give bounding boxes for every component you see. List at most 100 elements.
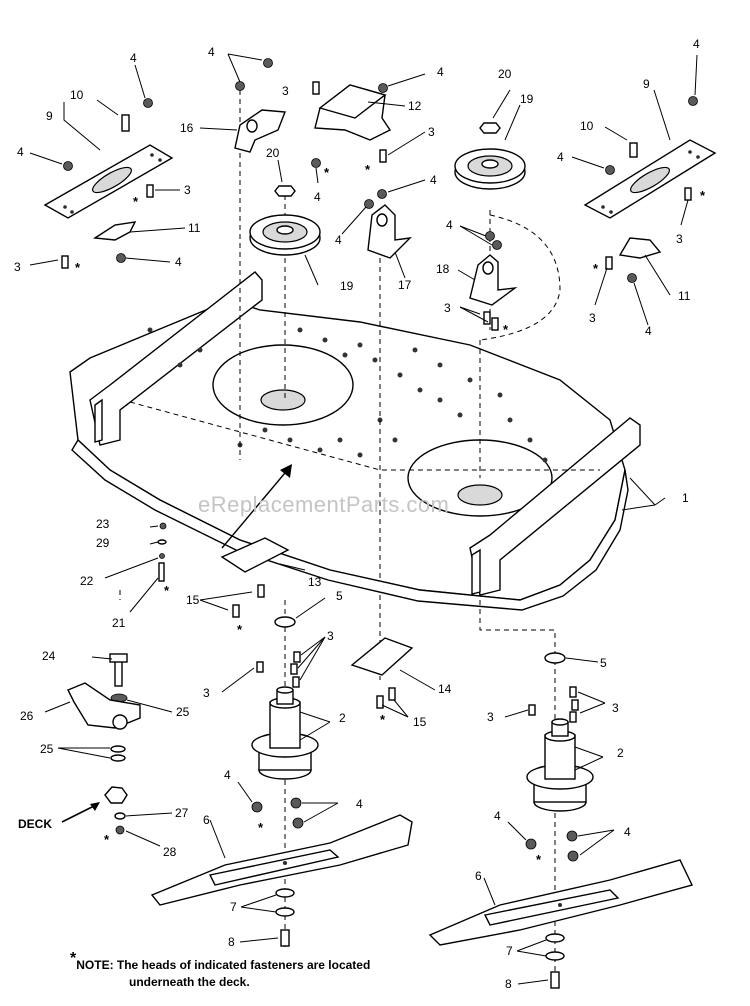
callout-4: 4 bbox=[557, 150, 564, 164]
callout-17: 17 bbox=[398, 278, 412, 292]
gauge-wheel-bracket-group bbox=[67, 653, 141, 835]
spindle-2-right bbox=[526, 718, 594, 812]
bracket-11-right bbox=[618, 237, 662, 259]
callout-23: 23 bbox=[96, 517, 110, 531]
callout-29: 29 bbox=[96, 536, 110, 550]
footnote-line-1: NOTE: The heads of indicated fasteners a… bbox=[76, 958, 371, 972]
footnote: *NOTE: The heads of indicated fasteners … bbox=[70, 950, 490, 991]
callout-20-right: 20 bbox=[498, 67, 512, 81]
callout-3: 3 bbox=[203, 686, 210, 700]
plate-9-left bbox=[43, 144, 174, 219]
underside-pointer-arrow bbox=[221, 466, 291, 549]
callout-16: 16 bbox=[180, 121, 194, 135]
bracket-18 bbox=[469, 254, 518, 306]
callout-9-right: 9 bbox=[643, 77, 650, 91]
bracket-16 bbox=[234, 109, 286, 153]
callout-20-left: 20 bbox=[266, 146, 280, 160]
callout-4: 4 bbox=[175, 255, 182, 269]
callout-15: 15 bbox=[413, 715, 427, 729]
callout-labels: 1 2 2 3 3 3 3 3 3 3 3 3 3 3 4 4 4 4 4 4 … bbox=[14, 37, 700, 991]
callout-1: 1 bbox=[682, 491, 689, 505]
callout-3: 3 bbox=[428, 125, 435, 139]
bolt-15-a bbox=[257, 584, 265, 598]
callout-9-left: 9 bbox=[46, 109, 53, 123]
svg-text:*: * bbox=[258, 820, 264, 835]
callout-8-left: 8 bbox=[228, 935, 235, 949]
blade-6-left bbox=[150, 814, 413, 906]
spindle-2-left bbox=[251, 686, 319, 780]
bolt-15-b bbox=[232, 604, 240, 618]
svg-text:*: * bbox=[75, 260, 81, 275]
blade-6-right bbox=[428, 859, 693, 946]
callout-24: 24 bbox=[42, 649, 56, 663]
callout-5-right: 5 bbox=[600, 656, 607, 670]
footnote-marker: * bbox=[70, 950, 77, 967]
svg-text:*: * bbox=[503, 322, 509, 337]
bolt-15-d bbox=[388, 687, 396, 701]
callout-22: 22 bbox=[80, 574, 94, 588]
fasteners-bottom bbox=[251, 651, 579, 862]
svg-text:*: * bbox=[237, 622, 243, 637]
callout-15: 15 bbox=[186, 593, 200, 607]
blade-hardware-left bbox=[275, 888, 295, 947]
callout-4: 4 bbox=[437, 65, 444, 79]
pulley-19-left bbox=[249, 214, 321, 256]
callout-21: 21 bbox=[112, 616, 126, 630]
callout-4: 4 bbox=[430, 173, 437, 187]
callout-3: 3 bbox=[612, 701, 619, 715]
bolt-stack-21-29 bbox=[157, 522, 167, 582]
callout-4: 4 bbox=[208, 45, 215, 59]
svg-text:*: * bbox=[164, 583, 170, 598]
underside-pointer-arrowhead bbox=[280, 464, 292, 478]
svg-text:*: * bbox=[365, 162, 371, 177]
svg-text:*: * bbox=[380, 712, 386, 727]
callout-7-right: 7 bbox=[506, 944, 513, 958]
plate-13 bbox=[220, 537, 290, 573]
callout-4: 4 bbox=[335, 233, 342, 247]
callout-3: 3 bbox=[327, 629, 334, 643]
callout-3: 3 bbox=[487, 710, 494, 724]
callout-4: 4 bbox=[446, 218, 453, 232]
callout-28: 28 bbox=[163, 845, 177, 859]
svg-text:*: * bbox=[104, 832, 110, 847]
callout-6-left: 6 bbox=[203, 813, 210, 827]
svg-text:*: * bbox=[133, 194, 139, 209]
leader-lines bbox=[29, 53, 698, 985]
deck-housing bbox=[69, 271, 641, 611]
callout-2-right: 2 bbox=[617, 746, 624, 760]
callout-25: 25 bbox=[40, 742, 54, 756]
deck-pointer-arrowhead bbox=[90, 802, 100, 811]
callout-4: 4 bbox=[693, 37, 700, 51]
bracket-17 bbox=[367, 204, 412, 259]
plate-9-right bbox=[583, 139, 717, 219]
callout-13: 13 bbox=[308, 575, 322, 589]
callout-4: 4 bbox=[130, 51, 137, 65]
bracket-12 bbox=[314, 84, 392, 141]
callout-25: 25 bbox=[176, 705, 190, 719]
footnote-line-2: underneath the deck. bbox=[129, 975, 250, 989]
callout-3: 3 bbox=[282, 84, 289, 98]
svg-text:*: * bbox=[536, 852, 542, 867]
bracket-11-left bbox=[92, 221, 137, 241]
callout-19-right: 19 bbox=[520, 92, 534, 106]
deck-label: DECK bbox=[18, 817, 53, 831]
callout-7-left: 7 bbox=[230, 900, 237, 914]
svg-text:*: * bbox=[324, 165, 330, 180]
callout-12: 12 bbox=[408, 99, 422, 113]
callout-5-left: 5 bbox=[336, 589, 343, 603]
callout-2-left: 2 bbox=[339, 711, 346, 725]
callout-3: 3 bbox=[14, 260, 21, 274]
callout-4: 4 bbox=[624, 825, 631, 839]
callout-10-right: 10 bbox=[580, 119, 594, 133]
callout-4: 4 bbox=[224, 768, 231, 782]
callout-4: 4 bbox=[314, 190, 321, 204]
callout-3: 3 bbox=[676, 232, 683, 246]
callout-4: 4 bbox=[17, 145, 24, 159]
watermark: eReplacementParts.com bbox=[198, 492, 450, 517]
callout-11-right: 11 bbox=[678, 289, 691, 303]
callout-6-right: 6 bbox=[475, 869, 482, 883]
callout-3: 3 bbox=[184, 183, 191, 197]
deck-pointer-arrow bbox=[61, 803, 99, 823]
asterisk-markers: * * * * * * * * * * * * * bbox=[75, 162, 706, 867]
